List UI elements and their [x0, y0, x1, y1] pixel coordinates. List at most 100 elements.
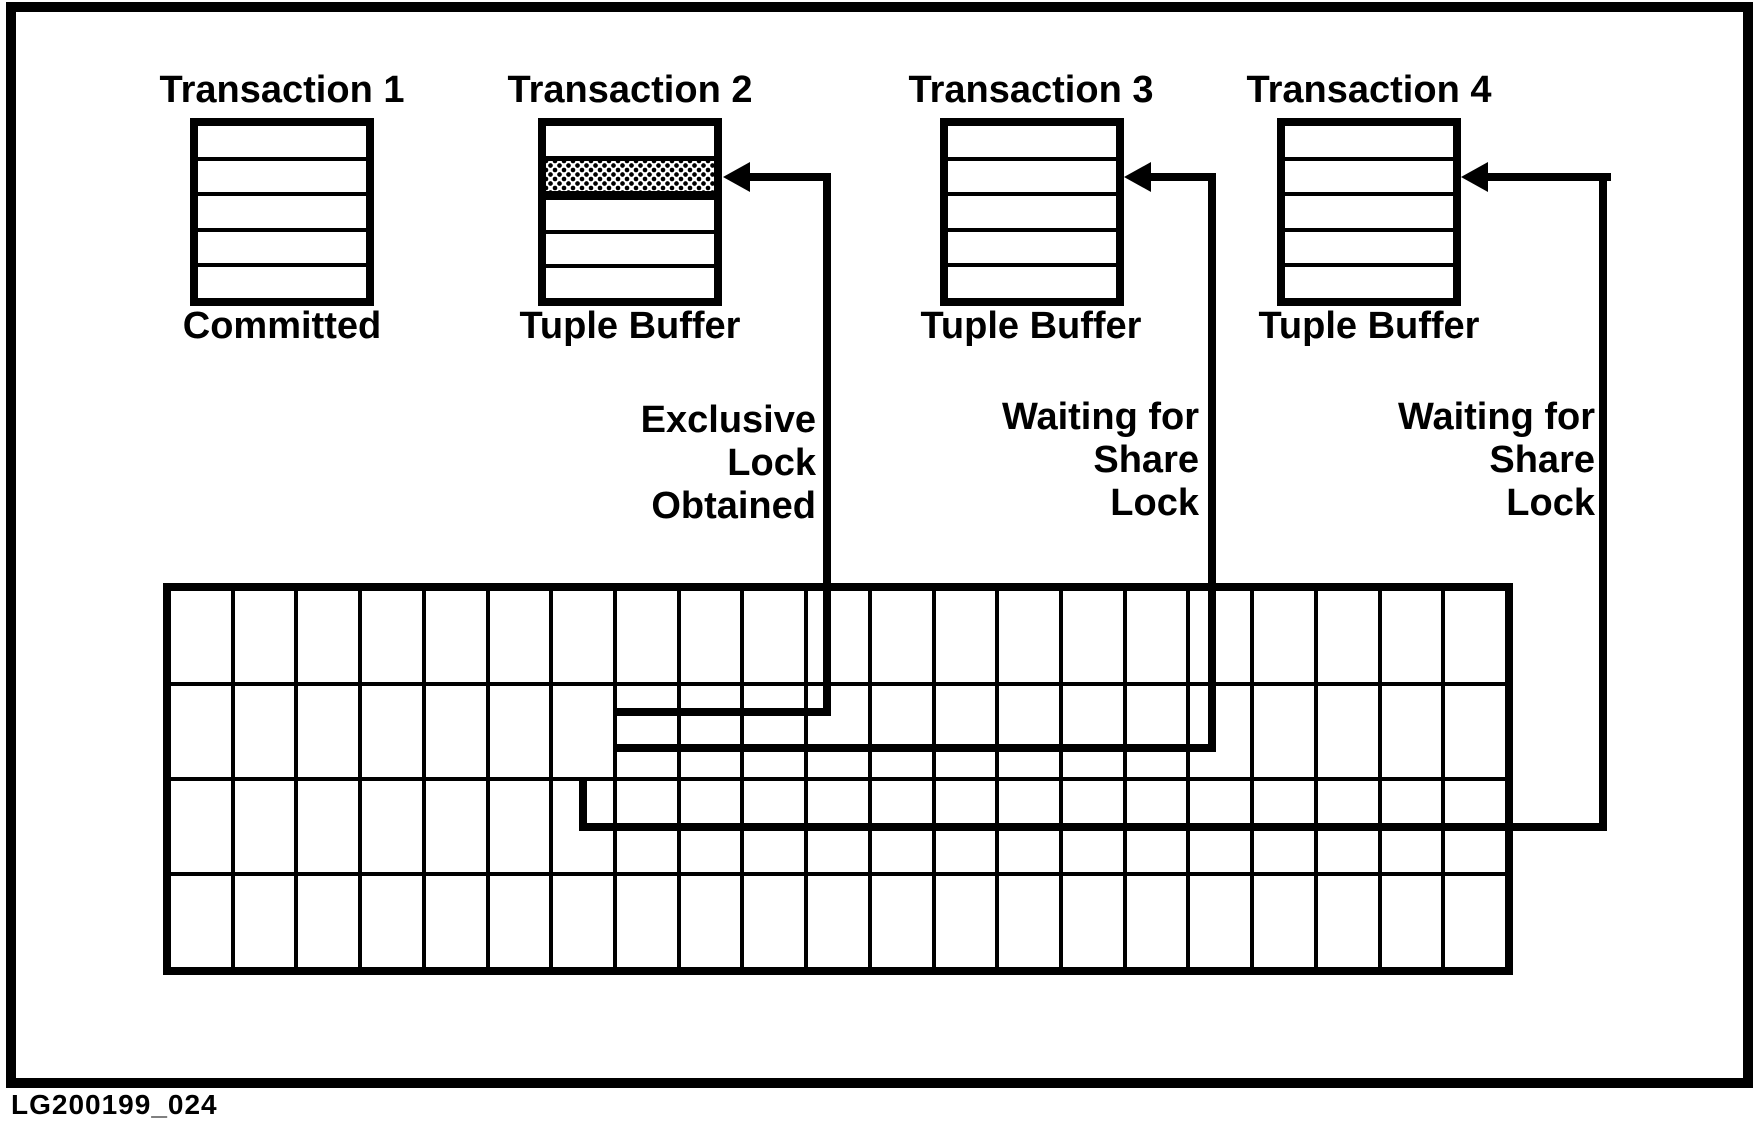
- share-lock-note-transaction-3: Waiting for Share Lock: [1002, 396, 1199, 524]
- connector-t2-exclusive-lock: [746, 173, 831, 181]
- connector-t2-exclusive-lock: [823, 173, 831, 716]
- table-cell: [1063, 591, 1123, 682]
- table-cell: [935, 876, 996, 967]
- table-cell: [999, 591, 1059, 682]
- tuple-row: [546, 126, 714, 156]
- table-cell: [425, 781, 486, 872]
- table-cell: [1190, 686, 1251, 777]
- table-cell: [1317, 686, 1378, 777]
- table-cell: [1254, 686, 1314, 777]
- table-cell: [999, 686, 1059, 777]
- table-cell: [234, 781, 295, 872]
- table-cell: [744, 686, 805, 777]
- transaction-4-caption: Tuple Buffer: [1258, 305, 1480, 347]
- table-cell: [1254, 591, 1314, 682]
- tuple-row: [198, 192, 366, 228]
- table-cell: [808, 591, 868, 682]
- connector-t3-share-lock: [613, 744, 1216, 752]
- table-cell: [234, 591, 295, 682]
- transaction-1-caption: Committed: [182, 305, 382, 347]
- arrow-left-icon: [723, 162, 750, 192]
- table-cell: [298, 591, 359, 682]
- table-cell: [1126, 686, 1187, 777]
- table-cell: [489, 781, 550, 872]
- table-cell: [744, 591, 805, 682]
- arrow-left-icon: [1124, 162, 1151, 192]
- table-cell: [808, 686, 868, 777]
- table-cell: [617, 876, 677, 967]
- table-cell: [680, 591, 741, 682]
- transaction-2-title: Transaction 2: [507, 69, 753, 111]
- table-cell: [935, 686, 996, 777]
- tuple-row: [1285, 227, 1453, 263]
- table-cell: [171, 686, 231, 777]
- table-cell: [425, 876, 486, 967]
- table-cell: [1063, 686, 1123, 777]
- figure-label: LG200199_024: [11, 1089, 218, 1120]
- table-cell: [999, 876, 1059, 967]
- arrow-left-icon: [1461, 162, 1488, 192]
- table-cell: [489, 876, 550, 967]
- table-cell: [298, 686, 359, 777]
- table-cell: [1317, 876, 1378, 967]
- table-cell: [1445, 686, 1505, 777]
- transaction-4-buffer-box: [1277, 118, 1461, 306]
- tuple-row: [948, 262, 1116, 299]
- tuple-row: [198, 157, 366, 193]
- transaction-3-title: Transaction 3: [908, 69, 1154, 111]
- tuple-row: [198, 227, 366, 263]
- table-cell: [871, 876, 932, 967]
- tuple-row: [1285, 157, 1453, 193]
- tuple-row: [546, 196, 714, 230]
- tuple-row: [948, 227, 1116, 263]
- table-cell: [1381, 686, 1442, 777]
- figure-border: [6, 2, 1753, 1088]
- table-cell: [680, 876, 741, 967]
- transaction-2-caption: Tuple Buffer: [519, 305, 741, 347]
- table-cell: [425, 686, 486, 777]
- table-cell: [1445, 591, 1505, 682]
- tuple-row: [948, 126, 1116, 158]
- transaction-3-caption: Tuple Buffer: [920, 305, 1142, 347]
- table-cell: [489, 686, 550, 777]
- table-cell: [425, 591, 486, 682]
- table-cell: [1190, 876, 1251, 967]
- connector-t4-share-lock: [1484, 173, 1611, 181]
- connector-t3-share-lock: [1208, 173, 1216, 752]
- table-cell: [1445, 876, 1505, 967]
- tuple-row: [546, 264, 714, 298]
- share-lock-note-transaction-4: Waiting for Share Lock: [1398, 396, 1595, 524]
- table-cell: [298, 781, 359, 872]
- tuple-row: [1285, 126, 1453, 158]
- tuple-row: [198, 126, 366, 158]
- table-cell: [617, 686, 677, 777]
- table-cell: [1317, 591, 1378, 682]
- transaction-1-buffer-box: [190, 118, 374, 306]
- transaction-3-buffer-box: [940, 118, 1124, 306]
- locked-table-cell: [553, 686, 613, 777]
- table-cell: [1126, 876, 1187, 967]
- table-cell: [1254, 876, 1314, 967]
- table-cell: [171, 591, 231, 682]
- transaction-4-title: Transaction 4: [1246, 69, 1492, 111]
- table-cell: [234, 876, 295, 967]
- table-cell: [1063, 876, 1123, 967]
- table-cell: [489, 591, 550, 682]
- table-cell: [1190, 591, 1251, 682]
- table-cell: [617, 591, 677, 682]
- table-cell: [871, 686, 932, 777]
- table-cell: [1381, 591, 1442, 682]
- table-cell: [1126, 591, 1187, 682]
- table-cell: [935, 591, 996, 682]
- connector-t3-share-lock: [1147, 173, 1216, 181]
- connector-t4-share-lock: [1599, 173, 1607, 831]
- connector-t4-share-lock: [579, 777, 587, 831]
- table-cell: [553, 876, 613, 967]
- tuple-row: [948, 192, 1116, 228]
- tuple-row: [546, 230, 714, 264]
- transaction-1-title: Transaction 1: [159, 69, 405, 111]
- table-cell: [234, 686, 295, 777]
- table-cell: [362, 591, 422, 682]
- table-cell: [362, 686, 422, 777]
